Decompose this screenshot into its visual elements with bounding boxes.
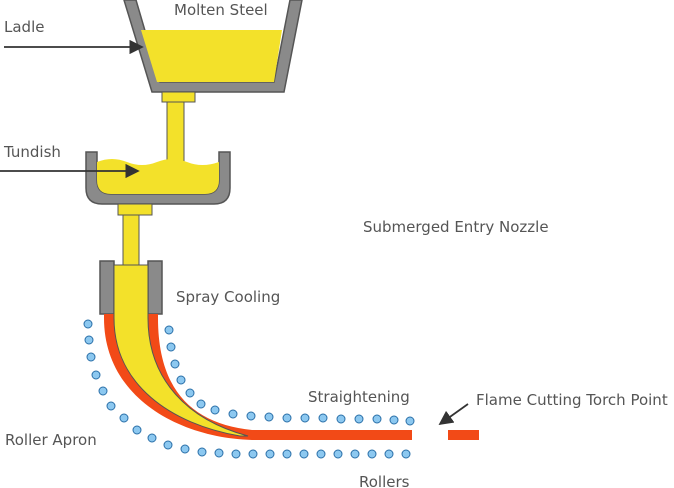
roller [132, 425, 142, 435]
roller [170, 359, 180, 369]
ladle-nozzle [161, 91, 196, 103]
roller [84, 335, 94, 345]
roller [196, 399, 206, 409]
submerged-entry-nozzle-label: Submerged Entry Nozzle [363, 218, 549, 236]
roller [354, 414, 364, 424]
ladle-label: Ladle [4, 18, 44, 36]
tundish-nozzle [117, 203, 153, 216]
mould-block-right [147, 260, 163, 315]
roller [389, 415, 399, 425]
ladle [123, 0, 303, 103]
roller [106, 401, 116, 411]
roller [264, 412, 274, 422]
roller [228, 409, 238, 419]
strand-liquid-core [113, 264, 249, 437]
roller [367, 449, 377, 459]
flame-cutting-arrow [438, 403, 469, 426]
roller [166, 342, 176, 352]
roller [119, 413, 129, 423]
roller [299, 449, 309, 459]
roller [336, 414, 346, 424]
roller [214, 448, 224, 458]
roller [197, 447, 207, 457]
roller [147, 433, 157, 443]
roller [164, 325, 174, 335]
roller [282, 413, 292, 423]
roller [282, 449, 292, 459]
cut-slab [448, 430, 479, 440]
roller [180, 444, 190, 454]
tundish [85, 151, 231, 216]
roller [316, 449, 326, 459]
roller [318, 413, 328, 423]
mould-block-left [99, 260, 115, 315]
roller [176, 375, 186, 385]
flame-cutting-label: Flame Cutting Torch Point [476, 391, 668, 409]
rollers-outer [83, 319, 411, 459]
roller [401, 449, 411, 459]
roller [248, 449, 258, 459]
roller [265, 449, 275, 459]
roller [86, 352, 96, 362]
roller [231, 449, 241, 459]
roller [163, 440, 173, 450]
roller [98, 386, 108, 396]
roller [246, 411, 256, 421]
ladle-molten-steel [141, 30, 282, 82]
rollers-label: Rollers [359, 473, 410, 488]
roller [372, 414, 382, 424]
roller [350, 449, 360, 459]
roller [300, 413, 310, 423]
roller [91, 370, 101, 380]
roller [333, 449, 343, 459]
tundish-molten-steel [97, 159, 219, 194]
roller [384, 449, 394, 459]
roller [185, 388, 195, 398]
ladle-stream [166, 101, 185, 169]
roller [405, 416, 415, 426]
roller [210, 405, 220, 415]
molten-steel-label: Molten Steel [174, 1, 268, 19]
straightening-label: Straightening [308, 388, 410, 406]
submerged-entry-nozzle [122, 214, 140, 268]
tundish-label: Tundish [3, 143, 61, 161]
rollers-inner [164, 325, 415, 426]
roller [83, 319, 93, 329]
roller-apron-label: Roller Apron [5, 431, 97, 449]
spray-cooling-label: Spray Cooling [176, 288, 280, 306]
